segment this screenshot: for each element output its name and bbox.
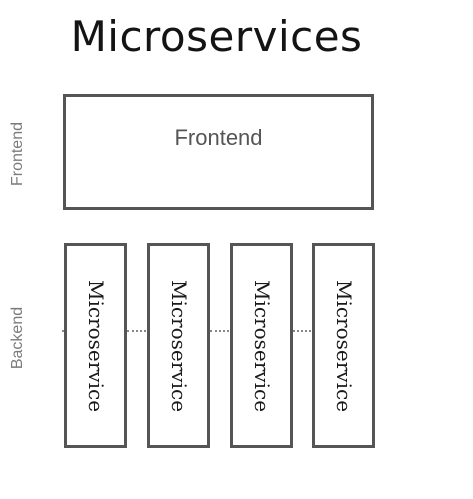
microservice-box-1: Microservice (64, 243, 127, 448)
frontend-box: Frontend (63, 94, 374, 210)
connector-1-2 (127, 330, 146, 334)
microservice-label-4: Microservice (331, 279, 356, 412)
connector-3-4 (293, 330, 311, 334)
frontend-layer-label: Frontend (9, 121, 26, 187)
microservice-label-1: Microservice (83, 279, 108, 412)
microservice-box-2: Microservice (147, 243, 210, 448)
microservice-label-2: Microservice (166, 279, 191, 412)
microservice-label-3: Microservice (249, 279, 274, 412)
frontend-box-label: Frontend (174, 125, 263, 150)
backend-layer-label: Backend (9, 306, 26, 370)
connector-2-3 (210, 330, 229, 334)
diagram-title: Microservices (70, 12, 363, 61)
microservice-box-3: Microservice (230, 243, 293, 448)
connector-left (62, 330, 64, 334)
microservice-box-4: Microservice (312, 243, 375, 448)
